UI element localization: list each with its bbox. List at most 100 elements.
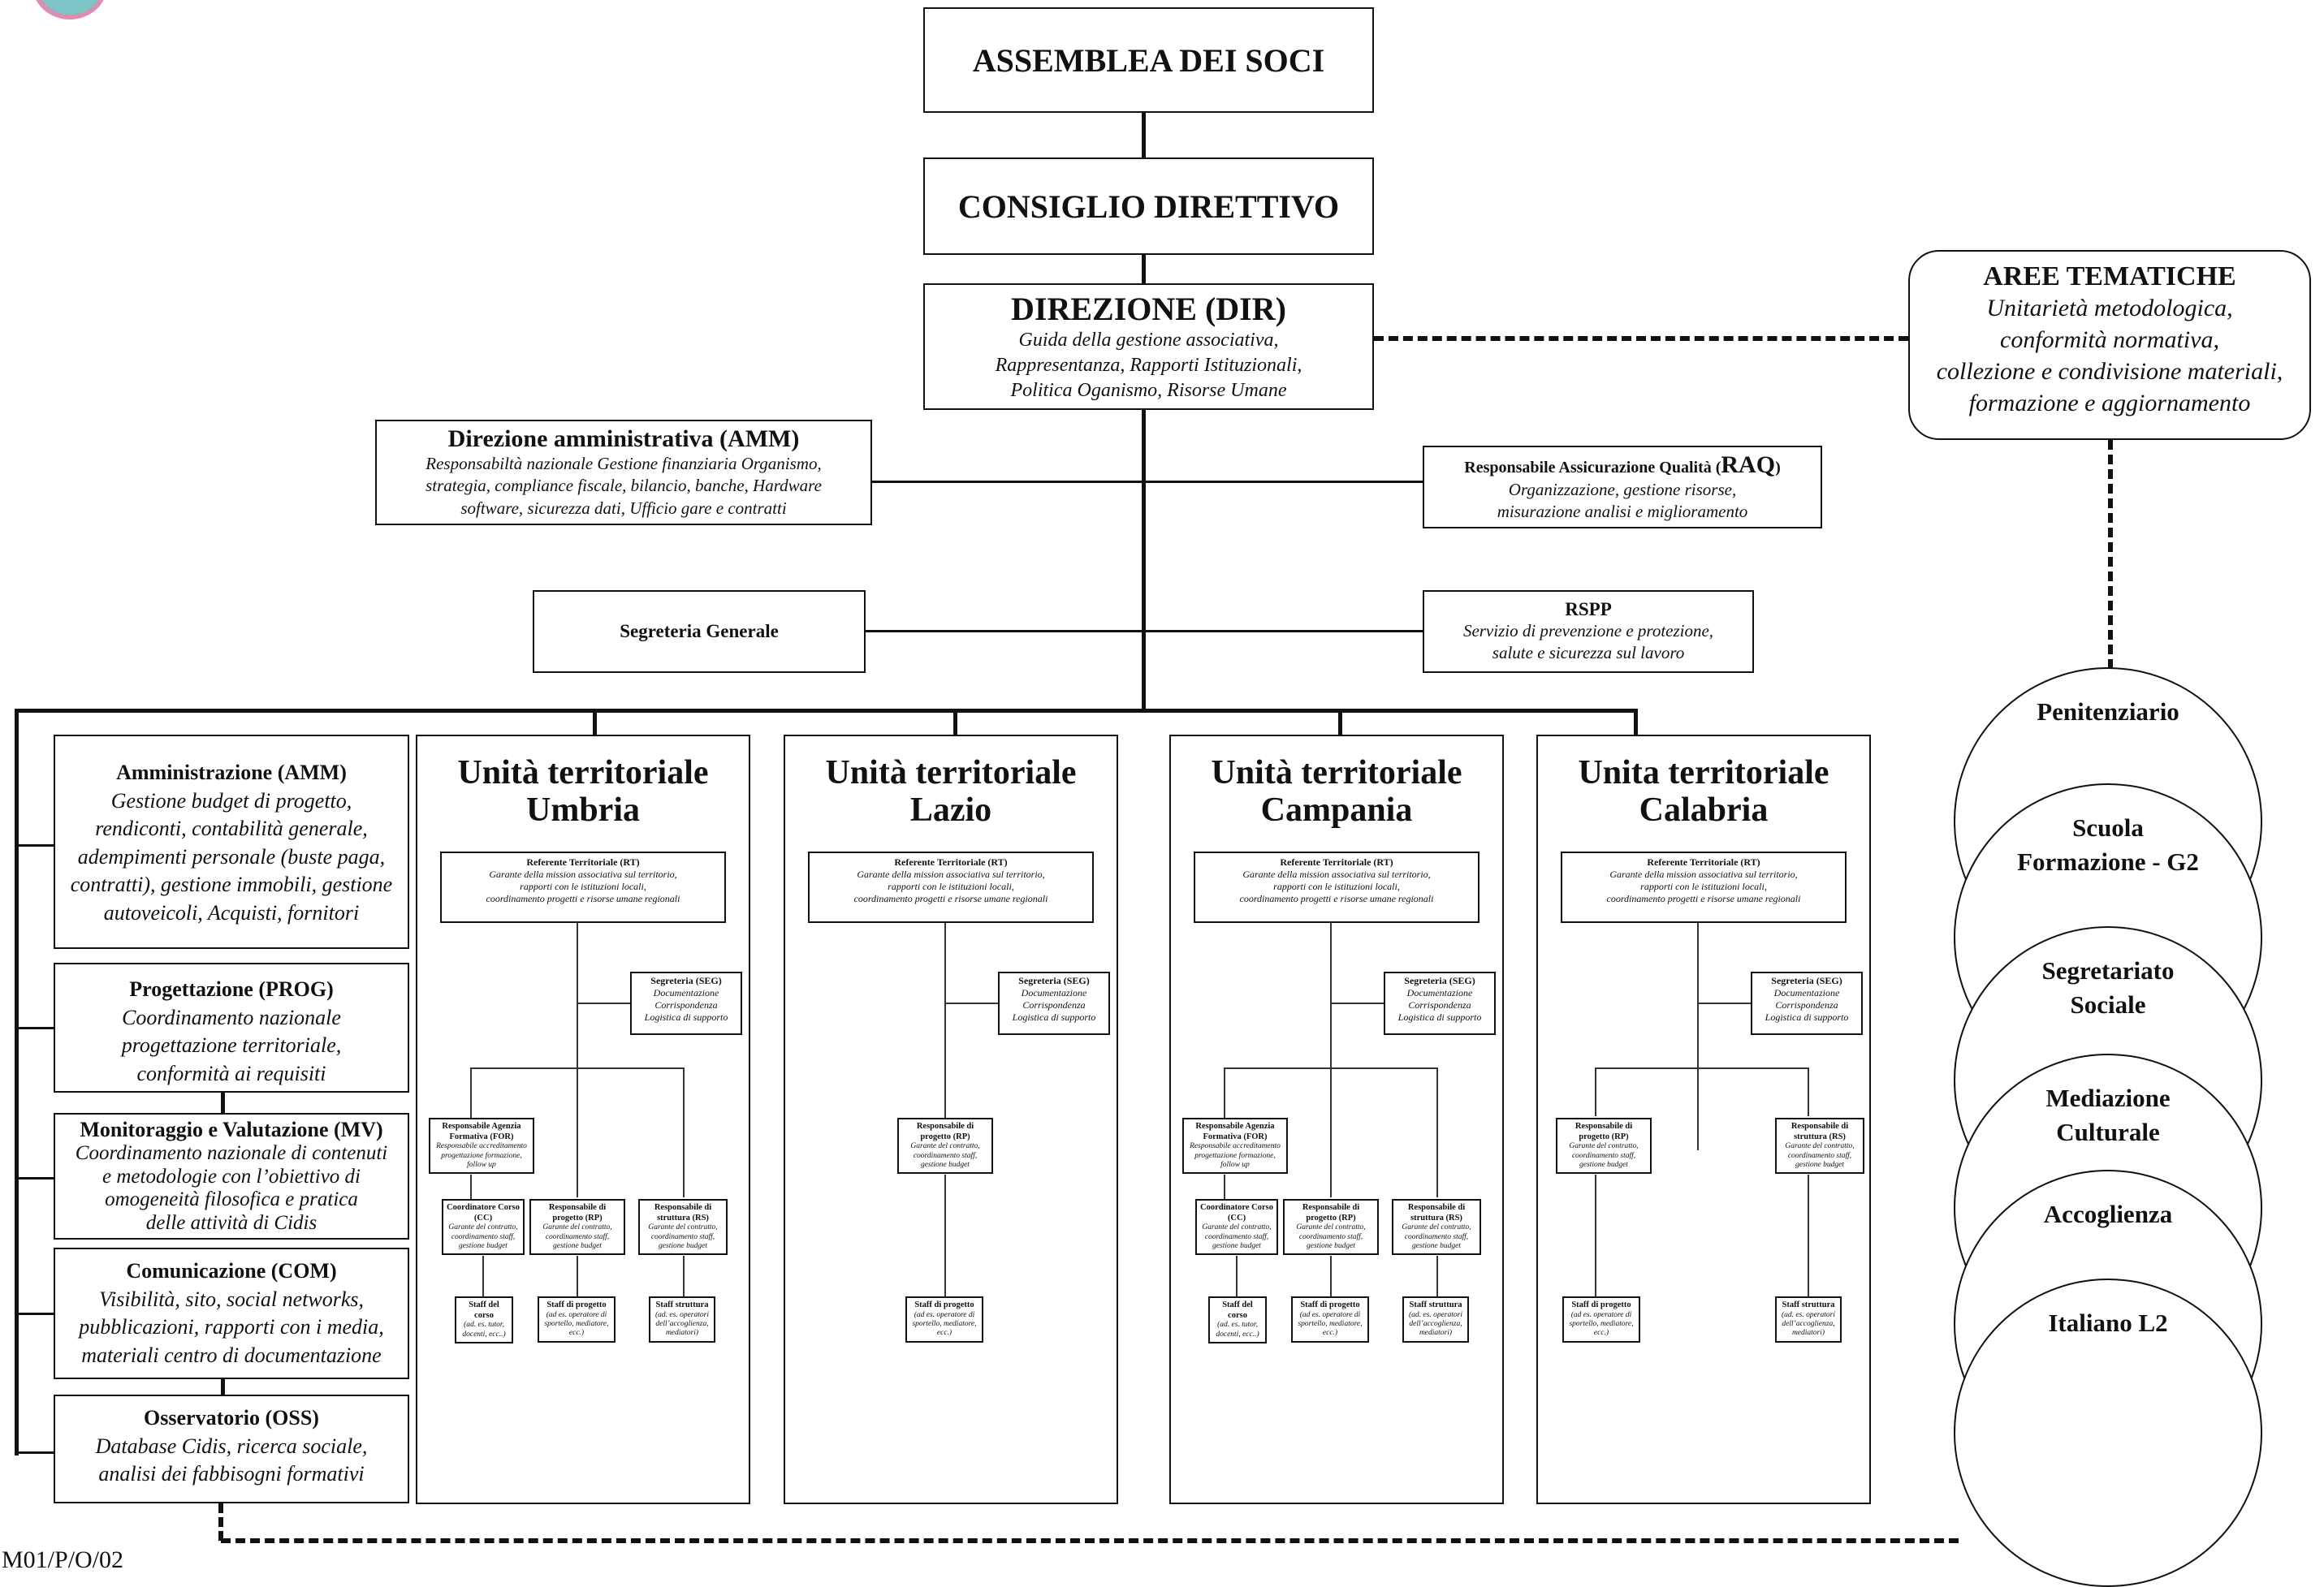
rt-desc: Garante della mission associativa sul te… xyxy=(1242,869,1431,880)
left-box-desc: analisi dei fabbisogni formativi xyxy=(98,1462,365,1486)
connector xyxy=(1146,481,1423,483)
connector xyxy=(221,1093,225,1113)
connector xyxy=(15,1313,54,1315)
unit-title-line: Campania xyxy=(1260,791,1413,830)
responsabile-formazione-box-title: Responsabile Agenzia Formativa (FOR) xyxy=(442,1122,521,1141)
consiglio-label: CONSIGLIO DIRETTIVO xyxy=(957,188,1340,225)
connector xyxy=(577,1256,578,1296)
staff-progetto-box-desc: (ad es. operatore di sportello, mediator… xyxy=(1569,1310,1634,1338)
amm-desc-3: software, sicurezza dati, Ufficio gare e… xyxy=(460,498,787,518)
direzione-desc-3: Politica Oganismo, Risorse Umane xyxy=(1010,380,1287,402)
raq-desc-1: Organizzazione, gestione risorse, xyxy=(1508,479,1737,499)
left-box-desc: Coordinamento nazionale di contenuti xyxy=(75,1141,388,1164)
staff-progetto-box-title: Staff di progetto xyxy=(1571,1300,1631,1309)
responsabile-progetto-box-title: Responsabile di progetto (RP) xyxy=(916,1122,974,1141)
staff-progetto-box-desc: (ad es. operatore di sportello, mediator… xyxy=(912,1310,977,1338)
responsabile-progetto-box-title: Responsabile di progetto (RP) xyxy=(1302,1203,1360,1223)
direzione-box: DIREZIONE (DIR) Guida della gestione ass… xyxy=(923,283,1374,410)
seg-desc: Documentazione xyxy=(1021,987,1087,998)
circle-italiano: Italiano L2 xyxy=(1954,1279,2262,1587)
responsabile-struttura-box: Responsabile di struttura (RS)Garante de… xyxy=(638,1199,728,1256)
unit-title-line: Unità territoriale xyxy=(457,754,709,791)
connector xyxy=(15,1177,54,1179)
raq-title-abbr: RAQ xyxy=(1721,451,1776,478)
left-box-desc: conformità ai requisiti xyxy=(136,1061,326,1085)
dashed-aree-circles xyxy=(2108,440,2113,684)
coordinatore-corso-box-title: Coordinatore Corso (CC) xyxy=(1200,1203,1273,1223)
rspp-title: RSPP xyxy=(1565,598,1612,619)
connector xyxy=(1330,1067,1332,1197)
connector xyxy=(1146,630,1423,632)
left-box-desc: contratti), gestione immobili, gestione xyxy=(70,873,393,897)
rt-desc: coordinamento progetti e risorse umane r… xyxy=(1239,893,1434,904)
left-box-desc: e metodologie con l’obiettivo di xyxy=(102,1165,361,1188)
left-box-desc: adempimenti personale (buste paga, xyxy=(77,844,386,869)
drop-lazio xyxy=(953,709,957,740)
unit-title-line: Unità territoriale xyxy=(825,754,1077,791)
circle-label: Italiano L2 xyxy=(2048,1309,2168,1337)
connector xyxy=(944,1175,946,1296)
left-box-desc: Coordinamento nazionale xyxy=(122,1005,341,1029)
left-box-title: Monitoraggio e Valutazione (MV) xyxy=(80,1118,383,1141)
logo xyxy=(32,0,107,19)
responsabile-formazione-box-title: Responsabile Agenzia Formativa (FOR) xyxy=(1195,1122,1275,1141)
unit-title-line: Unità territoriale xyxy=(1211,754,1462,791)
connector xyxy=(1142,255,1146,283)
responsabile-struttura-box-title: Responsabile di struttura (RS) xyxy=(654,1203,712,1223)
circle-label: Penitenziario xyxy=(2037,697,2179,726)
assemblea-label: ASSEMBLEA DEI SOCI xyxy=(972,41,1325,79)
staff-progetto-box: Staff di progetto(ad es. operatore di sp… xyxy=(1562,1296,1640,1343)
seg-desc: Corrispondenza xyxy=(654,999,718,1011)
staff-corso-box-desc: (ad. es. tutor, docenti, ecc..) xyxy=(1216,1321,1259,1339)
responsabile-progetto-box: Responsabile di progetto (RP)Garante del… xyxy=(529,1199,625,1256)
circle-label: Segretariato Sociale xyxy=(2041,956,2175,1019)
connector xyxy=(1808,1067,1809,1116)
seg-desc: Logistica di supporto xyxy=(1397,1011,1482,1023)
seg-title: Segreteria (SEG) xyxy=(1404,975,1475,986)
responsabile-formazione-box: Responsabile Agenzia Formativa (FOR)Resp… xyxy=(429,1118,534,1175)
seg-title: Segreteria (SEG) xyxy=(1771,975,1842,986)
left-box-desc: Gestione budget di progetto, xyxy=(110,788,352,813)
connector xyxy=(1436,1067,1438,1197)
connector xyxy=(683,1067,685,1197)
staff-progetto-box-desc: (ad es. operatore di sportello, mediator… xyxy=(1298,1310,1363,1338)
circle-label: Scuola Formazione - G2 xyxy=(2017,813,2199,876)
connector xyxy=(1142,113,1146,157)
footer-code: M01/P/O/02 xyxy=(2,1546,124,1573)
connector xyxy=(470,1175,472,1199)
seg-desc: Logistica di supporto xyxy=(644,1011,728,1023)
aree-tematiche-box: AREE TEMATICHE Unitarietà metodologica, … xyxy=(1908,250,2311,440)
connector xyxy=(1330,1256,1332,1296)
staff-struttura-box-desc: (ad. es. operatori dell’accoglienza, med… xyxy=(1409,1310,1462,1338)
dashed-bottom xyxy=(221,1538,1959,1543)
drop-umbria xyxy=(593,709,597,740)
connector xyxy=(15,1027,54,1029)
rt-desc: Garante della mission associativa sul te… xyxy=(1609,869,1798,880)
left-box-title: Comunicazione (COM) xyxy=(126,1259,337,1283)
left-box-title: Osservatorio (OSS) xyxy=(144,1406,319,1430)
connector xyxy=(872,481,1142,483)
rspp-desc-1: Servizio di prevenzione e protezione, xyxy=(1462,620,1714,640)
consiglio-box: CONSIGLIO DIRETTIVO xyxy=(923,157,1374,255)
connector xyxy=(866,630,1142,632)
aree-desc-2: conformità normativa, xyxy=(2000,326,2219,353)
connector xyxy=(577,1067,578,1197)
comunicazione-box: Comunicazione (COM) Visibilità, sito, so… xyxy=(54,1248,409,1379)
referente-territoriale-box: Referente Territoriale (RT)Garante della… xyxy=(440,852,726,923)
responsabile-progetto-box: Responsabile di progetto (RP)Garante del… xyxy=(897,1118,993,1175)
responsabile-progetto-box: Responsabile di progetto (RP)Garante del… xyxy=(1283,1199,1379,1256)
rt-title: Referente Territoriale (RT) xyxy=(894,856,1008,868)
connector xyxy=(1224,1175,1225,1199)
staff-struttura-box-title: Staff struttura xyxy=(1409,1300,1462,1309)
dashed-direzione-aree xyxy=(1374,336,1908,341)
raq-desc-2: misurazione analisi e miglioramento xyxy=(1497,502,1748,521)
responsabile-struttura-box-title: Responsabile di struttura (RS) xyxy=(1407,1203,1466,1223)
rt-desc: rapporti con le istituzioni locali, xyxy=(888,881,1014,892)
